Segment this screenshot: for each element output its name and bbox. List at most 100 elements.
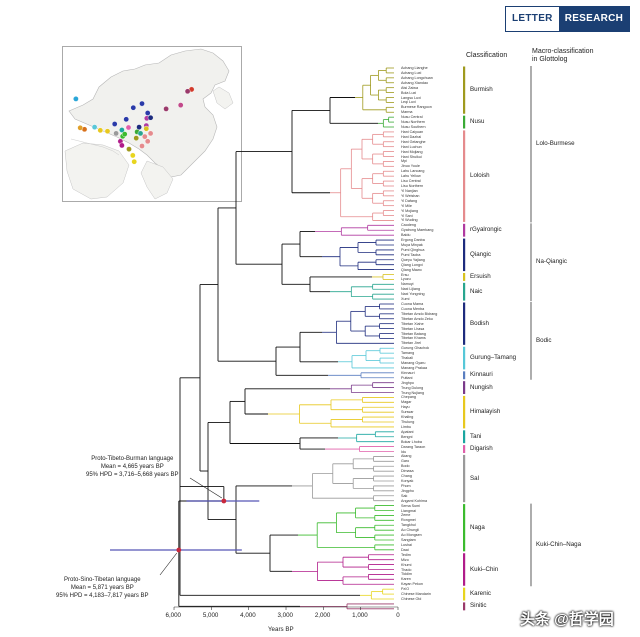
clade-bar bbox=[463, 454, 466, 503]
clade-label: Ersuish bbox=[470, 272, 491, 280]
leaf-label: Darang Taraon bbox=[401, 444, 426, 449]
clade-bar bbox=[463, 430, 466, 444]
clade-label: Nungish bbox=[470, 383, 493, 391]
clade-bar bbox=[463, 282, 466, 301]
leaf-label: Thakali bbox=[401, 356, 413, 361]
clade-bar bbox=[463, 273, 466, 281]
clade-bar bbox=[463, 223, 466, 237]
macro-label: Na-Qiangic bbox=[536, 258, 567, 266]
leaf-label: Tangkhul bbox=[401, 523, 416, 528]
leaf-label: Pumi Qinghua bbox=[401, 247, 425, 252]
leaf-label: Sunwar bbox=[401, 410, 414, 415]
map-dot bbox=[143, 125, 150, 132]
ptb-annotation: Proto-Tibeto-Burman language Mean = 4,66… bbox=[86, 455, 179, 479]
leaf-label: Hayu bbox=[401, 405, 410, 410]
leaf-label: Baidu bbox=[401, 233, 411, 238]
leaf-label: Apatani bbox=[401, 429, 414, 434]
leaf-label: Gurung Ghachok bbox=[401, 346, 430, 351]
macro-label: Lolo-Burmese bbox=[536, 140, 575, 148]
leaf-label: Dimasa bbox=[401, 469, 414, 474]
leaf-label: Thado bbox=[401, 567, 412, 572]
leaf-label: Puttani bbox=[401, 375, 413, 380]
clade-label: Nusu bbox=[470, 118, 485, 126]
leaf-label: Qiang Longxi bbox=[401, 262, 423, 267]
leaf-label: Mizo bbox=[401, 557, 409, 562]
leaf-label: Caodeng bbox=[401, 223, 416, 228]
leaf-label: Gyalrong Maerkang bbox=[401, 228, 434, 233]
axis-tick-label: 3,000 bbox=[277, 612, 293, 619]
leaf-label: Yi Sani bbox=[401, 213, 413, 218]
leaf-label: Yi Weishan bbox=[401, 193, 420, 198]
leaf-label: Manang Gyaru bbox=[401, 361, 426, 365]
leaf-label: Pa'O bbox=[401, 587, 410, 592]
leaf-label: Achang Xiandao bbox=[401, 80, 429, 85]
leaf-label: Chang bbox=[401, 474, 412, 479]
leaf-label: Thulung bbox=[401, 420, 415, 424]
leaf-label: Rongmei bbox=[401, 518, 416, 523]
map-dot bbox=[91, 124, 98, 130]
leaf-label: Bengni bbox=[401, 434, 413, 439]
leaf-label: Achang Longchuan bbox=[401, 75, 433, 80]
leaf-label: Tibetan Amdo Bidrang bbox=[401, 311, 438, 316]
badge-research: RESEARCH bbox=[558, 7, 630, 31]
clade-bar bbox=[463, 381, 466, 394]
clade-bar bbox=[463, 445, 466, 453]
leaf-label: Konyak bbox=[401, 479, 414, 483]
map-dot bbox=[142, 133, 148, 140]
badge-letter: LETTER bbox=[506, 7, 559, 31]
leaf-label: Lisu Central bbox=[401, 179, 421, 184]
leaf-label: Yi Wuding bbox=[401, 218, 418, 223]
ptb-pointer bbox=[189, 477, 223, 499]
leaf-label: Namuyi bbox=[401, 282, 414, 287]
axis-tick-label: 1,000 bbox=[352, 612, 368, 619]
leaf-label: Nusu Northern bbox=[401, 120, 425, 125]
clade-bar bbox=[463, 587, 466, 601]
leaf-label: Tedim bbox=[401, 552, 411, 557]
leaf-label: Tibetan Batang bbox=[401, 331, 426, 336]
map-dot bbox=[177, 102, 184, 108]
clade-label: Kuki–Chin bbox=[470, 565, 499, 573]
leaf-label: Achang Luxi bbox=[401, 70, 422, 75]
himalaya-line bbox=[70, 138, 120, 156]
map-dot bbox=[147, 114, 154, 121]
leaf-label: Naxi Lijiang bbox=[401, 287, 421, 292]
map-dot bbox=[130, 152, 136, 159]
leaf-label: Naxi Yongning bbox=[401, 292, 425, 297]
clade-bar bbox=[463, 395, 466, 429]
map-dots bbox=[73, 86, 195, 165]
leaf-label: Liangmai bbox=[401, 508, 416, 513]
clade-label: Sal bbox=[470, 474, 479, 482]
ptb-hpd: 95% HPD = 3,716–5,668 years BP bbox=[86, 472, 179, 478]
clade-label: Digarish bbox=[470, 445, 493, 453]
map-dot bbox=[163, 106, 169, 112]
clade-label: Naga bbox=[470, 523, 485, 531]
clade-bar bbox=[463, 346, 466, 370]
leaf-label: Limbu bbox=[401, 424, 412, 429]
clade-bars bbox=[463, 66, 466, 611]
map-dot bbox=[119, 127, 125, 133]
leaf-label: Langsu Luxi bbox=[401, 95, 421, 100]
leaf-label: Ao Mongsen bbox=[401, 533, 422, 538]
leaf-label: Lyuzu bbox=[401, 277, 411, 282]
leaf-label: Hani Caiyuan bbox=[401, 129, 424, 134]
leaf-label: Yi Mojiang bbox=[401, 208, 419, 213]
clade-label: Gurung–Tamang bbox=[470, 354, 517, 362]
clade-label: Himalayish bbox=[470, 408, 501, 416]
pst-annotation: Proto-Sino-Tibetan language Mean = 5,871… bbox=[56, 576, 149, 600]
leaf-label: Queyu Yajiang bbox=[401, 257, 425, 262]
leaf-label: Bola Luxi bbox=[401, 90, 417, 95]
clade-bar bbox=[463, 130, 466, 222]
clade-bar bbox=[463, 553, 466, 586]
leaf-label: Cuona Menba bbox=[401, 306, 425, 311]
leaf-label: Khaling bbox=[401, 415, 414, 420]
map-dot bbox=[73, 96, 79, 102]
map-svg bbox=[63, 47, 241, 201]
leaf-label: Hani Dazhai bbox=[401, 134, 422, 139]
leaf-label: Bodo bbox=[401, 464, 410, 469]
leaf-label: Jingpho bbox=[401, 488, 414, 493]
leaf-label: Magar bbox=[401, 400, 412, 405]
clade-label: Sinitic bbox=[470, 602, 487, 610]
map-dot bbox=[130, 104, 137, 111]
leaf-label: Angami Kohima bbox=[401, 498, 428, 503]
